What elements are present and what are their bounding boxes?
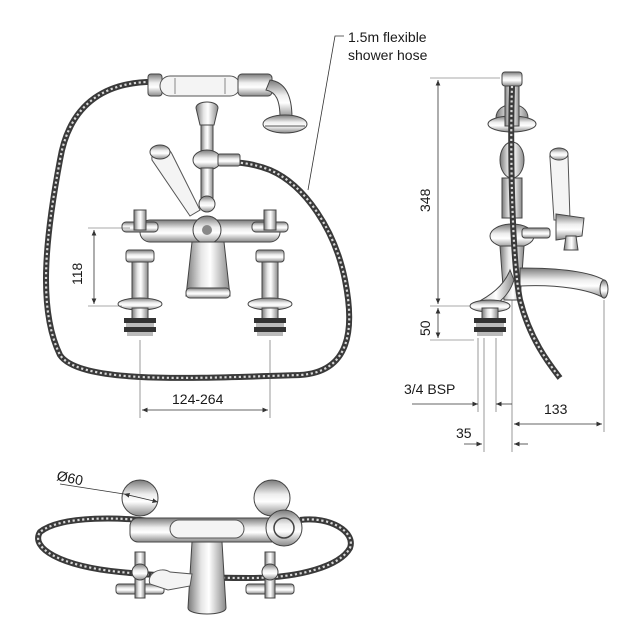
shower-hose: [43, 78, 353, 381]
front-view: 1.5m flexible shower hose 118 124-264: [43, 29, 428, 418]
side-lever: [521, 147, 585, 251]
dim-total-height-label: 348: [417, 188, 433, 212]
top-view: Ø60: [35, 467, 354, 615]
side-tail: [469, 299, 511, 336]
dim-thread-label: 3/4 BSP: [404, 381, 455, 397]
top-right-handle: [245, 551, 295, 599]
shower-handset: [147, 73, 308, 134]
left-valve: [117, 209, 163, 336]
top-left-handle: [115, 551, 165, 599]
top-lever: [148, 569, 193, 591]
side-view: 348 50 3/4 BSP 35 133: [404, 71, 609, 452]
dim-spout-reach-label: 133: [544, 401, 568, 417]
dim-base-height-label: 50: [417, 320, 433, 336]
hose-callout: 1.5m flexible shower hose: [307, 29, 428, 191]
hose-callout-line1: 1.5m flexible: [348, 29, 427, 45]
dimension-118: 118: [69, 227, 130, 307]
dimension-diameter: Ø60: [55, 467, 159, 504]
hose-callout-line2: shower hose: [348, 47, 428, 63]
dim-offset-label: 35: [456, 425, 472, 441]
right-valve: [247, 209, 293, 336]
diverter-lever: [149, 144, 201, 217]
dim-diameter-label: Ø60: [55, 467, 84, 488]
top-handset: [169, 509, 303, 547]
dim-bridge-height-label: 118: [69, 262, 85, 285]
side-hose: [508, 85, 563, 380]
dimension-thread-offset: 3/4 BSP 35 133: [404, 300, 605, 452]
riser-column: [192, 101, 241, 213]
dimension-348: 348 50: [417, 77, 500, 341]
dim-centres-label: 124-264: [172, 391, 224, 407]
top-spout: [187, 541, 227, 615]
dimension-centres: 124-264: [139, 340, 271, 418]
